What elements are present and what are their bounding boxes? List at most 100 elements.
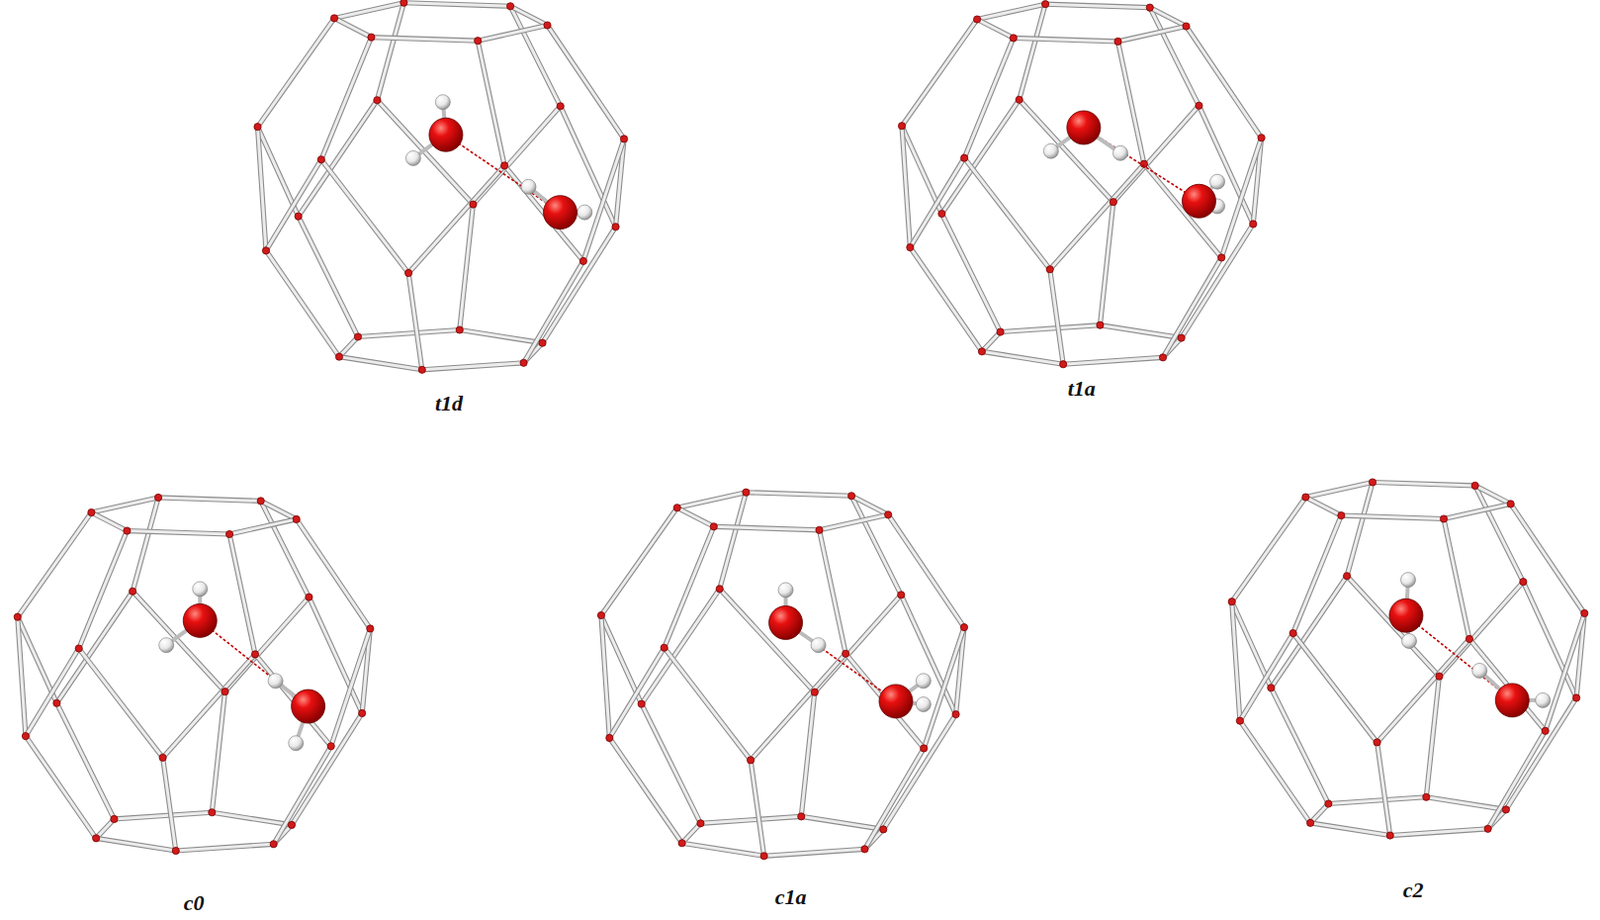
oxygen-vertex [961,154,969,162]
hydrogen-bond [1083,127,1200,201]
edge-core [1372,481,1476,485]
cage-edge [1000,325,1101,333]
oxygen-vertex [1158,354,1166,361]
cage-edge [1293,515,1342,633]
cage-edge [17,617,26,736]
edge-core [1377,741,1391,835]
edge-core [331,627,371,746]
edge-core [1443,518,1470,638]
oxygen-vertex [938,209,946,217]
cage-edge [504,165,584,262]
edge-core [211,691,225,812]
oxygen-vertex [1096,321,1104,329]
cage-edge [25,648,80,737]
hydrogen-atom [405,150,421,166]
edge-core [370,37,478,42]
cage-edge [1340,515,1444,519]
edge-core [321,37,372,161]
edge-outline [176,843,274,851]
structure-label: c1a [775,884,807,910]
oxygen-vertex [254,123,262,131]
oxygen-vertex [305,593,313,601]
edge-core [113,811,212,819]
edge-outline [1118,26,1187,42]
edge-core [296,519,371,629]
edge-core [901,19,978,127]
cage-figure [254,0,628,373]
edge-core [510,5,561,106]
edge-outline [1443,518,1470,638]
oxygen-vertex [637,700,645,708]
oxygen-vertex [123,527,131,534]
edge-core [266,250,340,356]
edge-outline [764,848,866,856]
cage-edge [334,2,404,19]
oxygen-atom [291,689,326,723]
oxygen-vertex [742,488,750,496]
edge-outline [1045,3,1151,7]
edge-core [321,159,409,273]
edge-core [677,507,714,527]
edge-core [158,497,262,501]
cage-edge [1181,223,1254,338]
edge-core [964,158,1051,270]
edge-core [79,531,128,649]
edge-outline [211,691,225,812]
cage-edge [546,25,624,140]
edge-outline [1305,481,1373,497]
cage-edge [601,615,610,738]
oxygen-vertex [506,2,514,10]
cage-edge [1475,485,1524,582]
edge-core [1305,497,1341,517]
cage-edge [1293,632,1378,742]
cage-figure [597,488,968,860]
edge-outline [296,519,371,629]
cage-edge [211,691,225,812]
edge-core [1150,7,1200,106]
cage-edge [664,647,751,761]
water-molecule [1389,572,1423,649]
edge-outline [1185,26,1261,139]
edge-core [1390,828,1489,836]
hydrogen-bond [199,620,308,707]
edge-outline [1377,638,1470,742]
edge-outline [964,158,1051,270]
edge-core [977,3,1046,19]
cage-edge [132,591,225,692]
edge-outline [258,126,267,251]
oxygen-vertex [1041,0,1049,8]
hydrogen-atom [288,735,304,751]
edge-outline [1475,485,1524,582]
edge-core [1425,676,1439,798]
oxygen-vertex [327,742,335,750]
oxygen-vertex [129,587,137,595]
edge-core [601,507,678,616]
edge-core [403,2,511,7]
oxygen-vertex [251,650,259,658]
cage-edge [713,526,820,531]
edge-core [229,533,256,654]
cage-edge [1443,518,1470,638]
edge-outline [713,526,820,531]
oxygen-vertex [1302,493,1310,501]
oxygen-vertex [257,497,265,505]
edge-outline [56,703,114,819]
cage-edge [977,19,1014,39]
oxygen-vertex [1337,511,1345,519]
cage-edge [682,842,765,856]
cage-edge [1346,575,1439,676]
edge-core [334,17,371,37]
oxygen-vertex [1146,3,1154,11]
edge-core [583,138,624,262]
cage-edge [677,492,747,509]
edge-core [90,497,159,513]
edge-core [700,815,801,823]
oxygen-vertex [292,515,300,523]
oxygen-vertex [400,0,408,6]
cage-edge [750,759,765,856]
hydrogen-atom [915,697,931,712]
edge-outline [90,497,159,513]
oxygen-vertex [367,33,375,41]
cage-edge [1150,7,1200,106]
hydrogen-atom [1535,692,1551,708]
